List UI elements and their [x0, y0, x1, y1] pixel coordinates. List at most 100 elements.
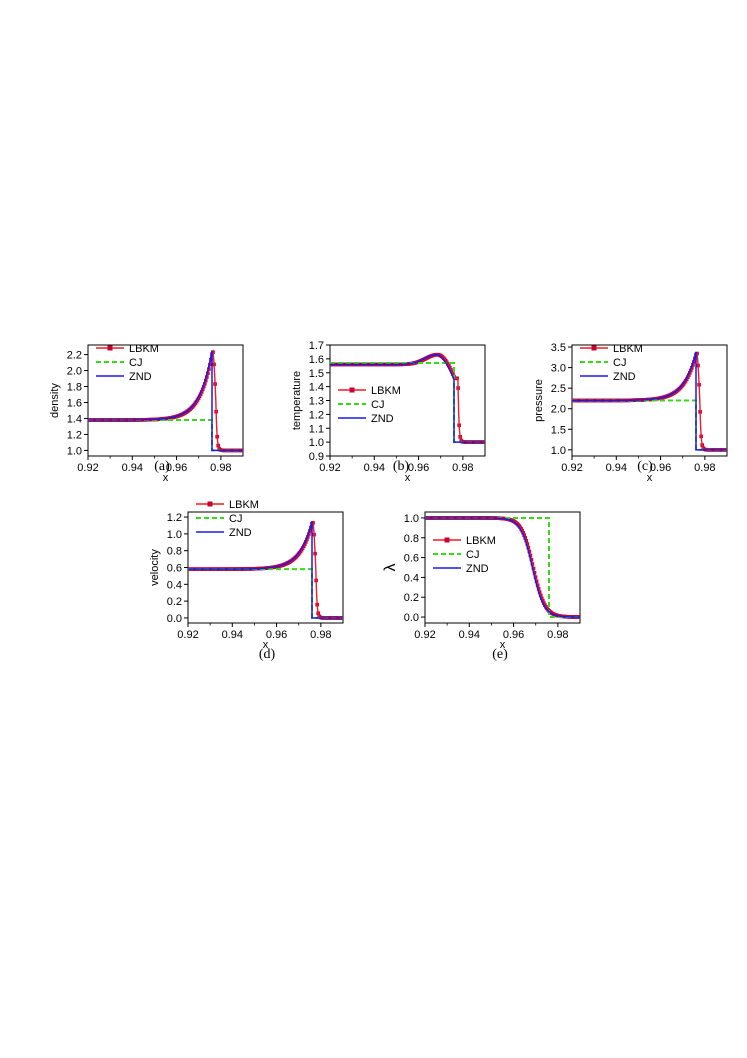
x-tick-label: 0.98 [452, 462, 473, 474]
series-lbkm-line [88, 349, 243, 452]
series-znd-line [188, 521, 343, 619]
x-axis-label: x [263, 639, 269, 651]
y-axis-label: temperature [291, 371, 303, 430]
y-tick-label: 1.2 [67, 429, 82, 441]
y-tick-label: 0.4 [167, 579, 182, 591]
x-tick-label: 0.98 [694, 462, 715, 474]
x-tick-label: 0.96 [266, 629, 287, 641]
y-tick-label: 1.5 [309, 368, 324, 380]
x-tick-label: 0.94 [122, 462, 143, 474]
y-tick-label: 1.2 [167, 512, 182, 524]
x-tick-label: 0.96 [503, 629, 524, 641]
x-tick-label: 0.92 [77, 462, 98, 474]
y-tick-label: 0.8 [167, 546, 182, 558]
plot-area [425, 516, 580, 619]
x-tick-label: 0.94 [364, 462, 385, 474]
y-tick-label: 0.8 [404, 533, 419, 545]
y-tick-label: 1.0 [551, 445, 566, 457]
y-tick-label: 0.9 [309, 451, 324, 463]
subfigure-caption: (c) [637, 459, 653, 474]
series-cj-line [572, 399, 727, 451]
y-tick-label: 3.5 [551, 342, 566, 354]
legend-label: LBKM [229, 499, 259, 511]
legend-label: CJ [371, 399, 384, 411]
y-axis-label: pressure [533, 379, 545, 422]
y-tick-label: 1.4 [309, 382, 324, 394]
x-tick-label: 0.92 [177, 629, 198, 641]
y-tick-label: 1.5 [551, 424, 566, 436]
y-tick-label: 1.6 [67, 397, 82, 409]
series-cj-line [330, 362, 485, 444]
y-tick-label: 2.5 [551, 383, 566, 395]
x-axis-label: x [500, 639, 506, 651]
x-tick-label: 0.96 [408, 462, 429, 474]
legend-label: ZND [371, 413, 394, 425]
x-axis-label: x [647, 472, 653, 484]
x-tick-label: 0.92 [414, 629, 435, 641]
series-znd-line [330, 353, 485, 443]
plot-area [572, 351, 727, 452]
y-tick-label: 0.2 [404, 592, 419, 604]
y-tick-label: 2.0 [551, 404, 566, 416]
x-tick-label: 0.98 [547, 629, 568, 641]
legend-label: CJ [466, 549, 479, 561]
series-znd-line [88, 350, 243, 452]
legend-marker [349, 387, 355, 393]
x-tick-label: 0.94 [459, 629, 480, 641]
series-cj-line [188, 568, 343, 619]
subfigure-caption: (d) [259, 647, 276, 662]
legend-label: ZND [129, 371, 152, 383]
y-tick-label: 1.0 [404, 513, 419, 525]
y-tick-label: 1.7 [309, 340, 324, 352]
y-tick-label: 0.6 [404, 553, 419, 565]
y-axis-label: density [49, 383, 61, 418]
y-tick-label: 1.0 [309, 437, 324, 449]
series-lbkm-markers [88, 350, 243, 453]
x-tick-label: 0.98 [310, 629, 331, 641]
legend-label: ZND [229, 527, 252, 539]
plot-area [88, 349, 243, 453]
legend-marker [107, 345, 113, 351]
series-znd-line [425, 517, 580, 618]
series-lbkm-markers [330, 352, 485, 444]
y-tick-label: 1.1 [309, 423, 324, 435]
y-tick-label: 1.0 [167, 529, 182, 541]
y-tick-label: 1.6 [309, 354, 324, 366]
series-lbkm-markers [188, 521, 343, 620]
y-tick-label: 0.4 [404, 572, 419, 584]
legend-label: ZND [613, 371, 636, 383]
legend-marker [207, 501, 213, 507]
legend-marker [591, 345, 597, 351]
y-tick-label: 1.0 [67, 445, 82, 457]
plot-area [188, 520, 343, 620]
subfigure-caption: (b) [393, 459, 410, 474]
y-tick-label: 0.2 [167, 596, 182, 608]
legend-label: LBKM [371, 385, 401, 397]
x-tick-label: 0.98 [210, 462, 231, 474]
plot-frame [424, 511, 581, 624]
y-tick-label: 1.3 [309, 396, 324, 408]
y-tick-label: 3.0 [551, 363, 566, 375]
y-tick-label: 2.0 [67, 366, 82, 378]
legend-marker [444, 537, 450, 543]
legend-label: CJ [229, 513, 242, 525]
legend-label: CJ [129, 357, 142, 369]
legend: LBKM CJ ZND [196, 499, 259, 539]
plot-frame [87, 344, 244, 457]
x-tick-label: 0.96 [650, 462, 671, 474]
plot-area [330, 352, 485, 444]
series-lbkm-line [330, 354, 485, 443]
legend: LBKM CJ ZND [338, 385, 401, 425]
y-tick-label: 1.2 [309, 409, 324, 421]
y-tick-label: 1.4 [67, 413, 82, 425]
series-lbkm-markers [572, 351, 727, 452]
x-tick-label: 0.96 [166, 462, 187, 474]
